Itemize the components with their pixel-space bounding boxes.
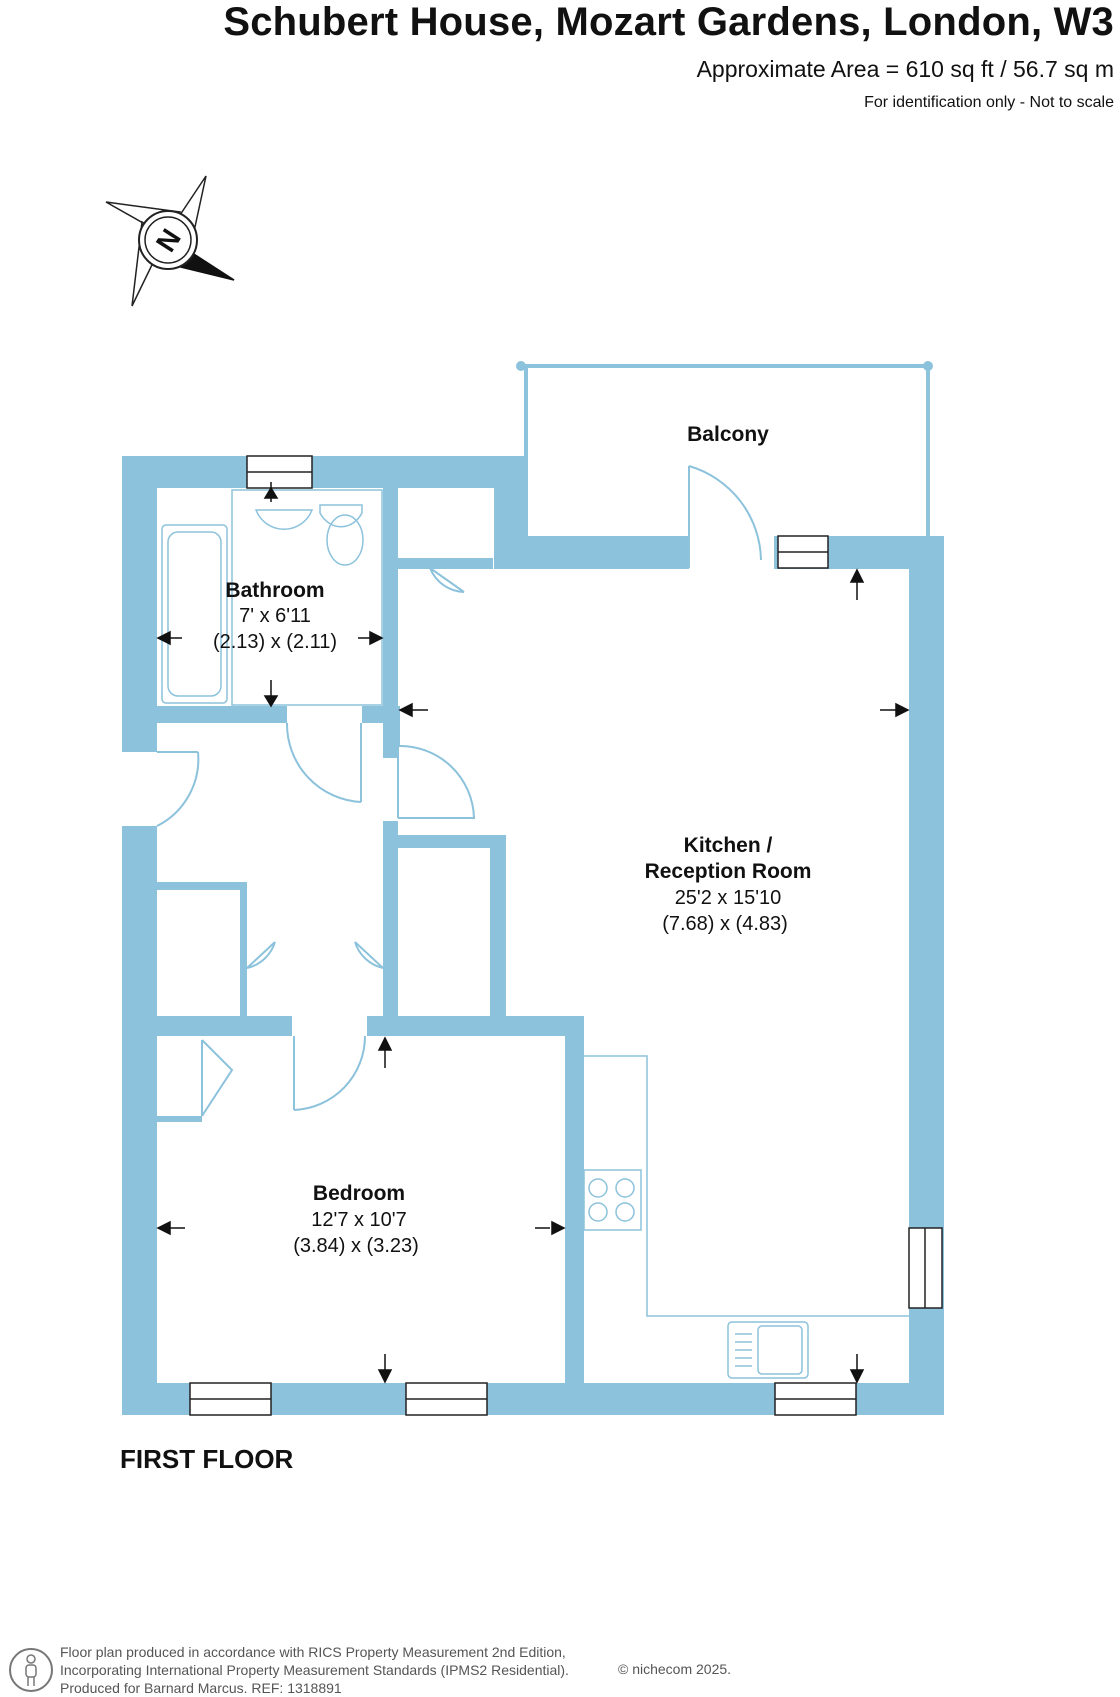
disclaimer: For identification only - Not to scale (864, 94, 1114, 111)
plan-title: Schubert House, Mozart Gardens, London, … (223, 0, 1114, 44)
compass-icon (105, 175, 235, 307)
footer-line-2: Incorporating International Property Mea… (60, 1662, 569, 1678)
railing-post (923, 361, 933, 371)
door-swings (156, 465, 762, 1117)
bedroom-metric: (3.84) x (3.23) (293, 1235, 419, 1257)
bathroom-fixtures (161, 489, 383, 706)
footer-notes: Floor plan produced in accordance with R… (60, 1643, 569, 1697)
windows (189, 455, 943, 1416)
walls (122, 456, 944, 1415)
approximate-area: Approximate Area = 610 sq ft / 56.7 sq m (696, 56, 1114, 82)
bathroom-imperial: 7' x 6'11 (239, 605, 311, 627)
footer-line-1: Floor plan produced in accordance with R… (60, 1644, 566, 1660)
bathroom-label: Bathroom (225, 579, 324, 602)
balcony-label: Balcony (687, 423, 769, 446)
railing-post (516, 361, 526, 371)
dimension-arrows (156, 482, 910, 1384)
bedroom-imperial: 12'7 x 10'7 (311, 1209, 407, 1231)
kitchen-label-line2: Reception Room (645, 860, 812, 883)
kitchen-imperial: 25'2 x 15'10 (675, 887, 782, 909)
floor-label: FIRST FLOOR (120, 1444, 294, 1474)
balcony-railing (524, 364, 930, 536)
footer-copyright: © nichecom 2025. (618, 1661, 732, 1677)
kitchen-label-line1: Kitchen / (684, 834, 773, 857)
bedroom-label: Bedroom (313, 1182, 405, 1205)
kitchen-metric: (7.68) x (4.83) (662, 913, 788, 935)
bathroom-metric: (2.13) x (2.11) (213, 631, 337, 653)
person-icon (9, 1648, 53, 1692)
footer-line-3: Produced for Barnard Marcus. REF: 131889… (60, 1680, 342, 1696)
kitchen-fixtures (583, 1055, 909, 1379)
